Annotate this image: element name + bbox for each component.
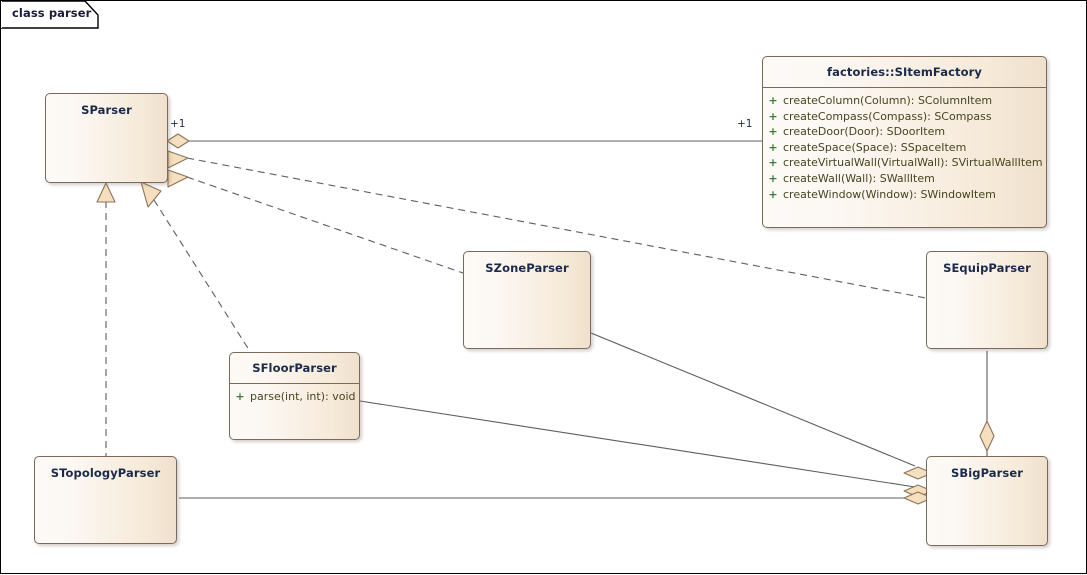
class-name-sfloorparser: SFloorParser — [230, 353, 359, 384]
class-box-sbigparser[interactable]: SBigParser — [926, 456, 1048, 546]
operation-visibility: + — [768, 125, 778, 139]
operation-row: + createColumn(Column): SColumnItem — [763, 93, 1046, 109]
connector-sfloorparser-sbigparser — [359, 400, 933, 498]
class-box-sfloorparser[interactable]: SFloorParser + parse(int, int): void — [229, 352, 360, 440]
multiplicity-sparser-end: +1 — [170, 118, 186, 130]
connector-sequipparser-sbigparser — [979, 351, 995, 456]
class-name-szoneparser: SZoneParser — [485, 261, 569, 275]
connector-sparser-sitemfactory — [166, 133, 762, 149]
class-box-stopologyparser[interactable]: STopologyParser — [34, 456, 177, 544]
operation-row: + createWindow(Window): SWindowItem — [763, 187, 1046, 203]
connector-stopologyparser-sparser — [96, 182, 116, 456]
class-name-sequipparser: SEquipParser — [943, 261, 1031, 275]
operation-visibility: + — [235, 390, 245, 403]
operation-row: + createSpace(Space): SSpaceItem — [763, 140, 1046, 156]
class-name-stopologyparser: STopologyParser — [50, 466, 161, 480]
connector-stopologyparser-sbigparser — [179, 491, 933, 505]
operation-row: + createDoor(Door): SDoorItem — [763, 124, 1046, 140]
class-name-sbigparser: SBigParser — [950, 466, 1024, 480]
operation-visibility: + — [768, 171, 778, 185]
frame-title-tab: class parser — [1, 1, 99, 29]
operation-signature: createCompass(Compass): SCompass — [783, 109, 992, 123]
class-name-sparser: SParser — [81, 103, 132, 117]
operation-signature: createColumn(Column): SColumnItem — [783, 94, 993, 107]
operation-visibility: + — [768, 94, 778, 107]
connector-szoneparser-sparser — [167, 169, 464, 274]
operation-row: + parse(int, int): void — [230, 389, 359, 405]
connector-sequipparser-sparser — [167, 150, 927, 299]
class-box-sequipparser[interactable]: SEquipParser — [926, 251, 1048, 349]
class-box-sitemfactory[interactable]: factories::SItemFactory + createColumn(C… — [762, 56, 1047, 228]
operation-visibility: + — [768, 140, 778, 154]
operation-signature: createSpace(Space): SSpaceItem — [783, 140, 967, 154]
operations-list-sfloorparser: + parse(int, int): void — [230, 384, 359, 411]
operation-signature: parse(int, int): void — [250, 390, 356, 403]
operation-row: + createVirtualWall(VirtualWall): SVirtu… — [763, 155, 1046, 171]
multiplicity-sitemfactory-end: +1 — [737, 118, 753, 130]
operation-visibility: + — [768, 156, 778, 170]
operation-visibility: + — [768, 187, 778, 201]
operation-row: + createCompass(Compass): SCompass — [763, 109, 1046, 125]
connector-szoneparser-sbigparser — [590, 332, 933, 480]
operation-visibility: + — [768, 109, 778, 123]
operation-signature: createWindow(Window): SWindowItem — [783, 187, 996, 201]
operation-signature: createDoor(Door): SDoorItem — [783, 125, 946, 139]
class-box-szoneparser[interactable]: SZoneParser — [463, 251, 591, 349]
operation-row: + createWall(Wall): SWallItem — [763, 171, 1046, 187]
operations-list-sitemfactory: + createColumn(Column): SColumnItem + cr… — [763, 88, 1046, 208]
operation-signature: createVirtualWall(VirtualWall): SVirtual… — [783, 156, 1043, 170]
operation-signature: createWall(Wall): SWallItem — [783, 171, 935, 185]
connector-sfloorparser-sparser — [140, 181, 252, 354]
class-box-sparser[interactable]: SParser — [45, 93, 168, 183]
frame-title-label: class parser — [12, 6, 92, 20]
class-name-sitemfactory: factories::SItemFactory — [763, 57, 1046, 88]
